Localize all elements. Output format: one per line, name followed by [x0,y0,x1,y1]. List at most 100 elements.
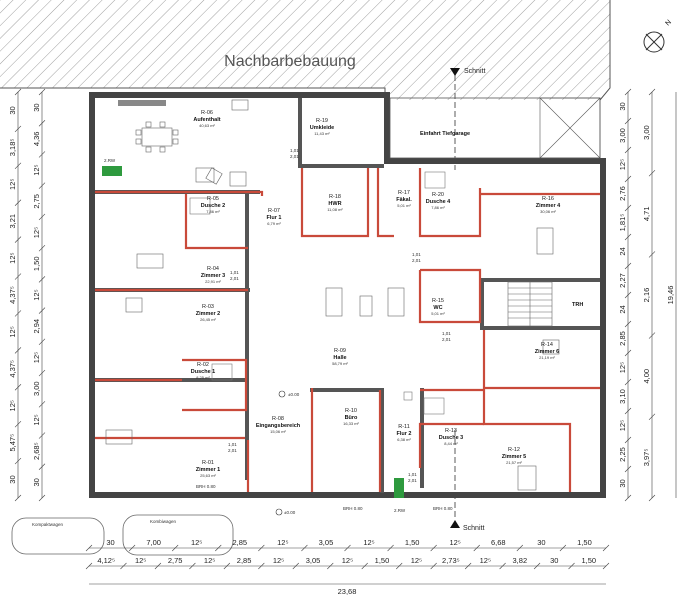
dim-label: 1,50 [375,556,390,565]
dim-label: 1,50 [32,256,41,271]
exit-sign-icon-bottom: 2.RW [394,478,406,513]
dim-label: 12⁵ [204,556,215,565]
dim-tick [38,432,46,439]
dim-tick [14,125,22,133]
dim-label: 3,97⁵ [642,449,651,467]
dim-label: 30 [537,538,545,547]
trh-label: TRH [572,302,583,308]
window-label: BRH 0.80 [343,506,363,511]
room-name: Dusche 2 [201,203,225,209]
dim-label: 12⁵ [8,400,17,411]
elevation-label-inside: ±0.00 [288,392,300,397]
dim-tick [189,562,196,570]
dim-tick [648,169,656,177]
door-height-label: 2,01 [408,478,417,483]
dim-tick [648,332,656,339]
dim-label: 4,00 [642,369,651,384]
room-area: 6,79 m² [267,221,281,226]
dim-tick [624,378,632,386]
dim-tick [38,88,46,96]
room-id: R-03 [202,304,214,310]
dim-tick [624,204,632,212]
dim-tick [14,236,22,243]
dim-label: 24 [618,305,627,313]
dim-tick [215,544,222,552]
room-name: Zimmer 5 [502,454,526,460]
dim-tick [648,251,656,258]
dim-label: 2,75 [32,194,41,209]
dim-label: 12⁵ [273,556,284,565]
room-name: Zimmer 2 [196,311,220,317]
stairs [507,281,553,327]
dim-label: 12⁵ [32,164,41,175]
room-id: R-02 [197,362,209,368]
dim-tick [38,213,46,221]
dim-label: 12⁵ [363,538,374,547]
dim-tick [14,310,22,317]
room-id: R-11 [398,424,410,430]
kitchen-counter [118,100,166,106]
dim-label: 3,82 [513,556,528,565]
room-area: 21,19 m² [539,355,555,360]
dim-tick [516,544,524,552]
room-id: R-06 [201,110,213,116]
room-area: 7,86 m² [431,205,445,210]
dim-tick [85,544,93,552]
dim-label: 12⁵ [618,159,627,170]
dim-tick [395,562,403,570]
dim-tick [361,562,368,570]
dim-tick [38,494,46,502]
dim-label: 12⁵ [411,556,422,565]
dim-tick [559,544,567,552]
room-id: R-15 [432,298,444,304]
dim-total-bottom: 23,68 [338,587,357,596]
room-name: Einfahrt Tiefgarage [420,131,470,137]
door-height-label: 2,01 [228,448,237,453]
dim-tick [473,544,480,552]
dim-tick [430,544,437,552]
room-area: 22,91 m² [205,279,221,284]
dim-label: 3,18⁵ [8,139,17,157]
dim-tick [38,338,46,346]
north-arrow-icon: N [643,19,673,53]
dim-tick [14,273,22,280]
dim-label: 3,10 [618,389,627,404]
room-area: 7,86 m² [206,209,220,214]
dim-label: 2,85 [237,556,252,565]
room-area: 26,45 m² [200,317,216,322]
dim-label: 30 [618,479,627,487]
dim-tick [14,384,22,391]
room-area: 30,06 m² [540,209,556,214]
beds [105,227,560,491]
room-name: Halle [333,355,346,361]
car-label: Kompaktwagen [32,522,64,527]
room-name: Zimmer 1 [196,467,220,473]
room-id: R-14 [541,342,553,348]
room-area: 16,33 m² [343,421,359,426]
car-label: Kombiwagen [150,519,177,524]
dim-tick [38,369,46,377]
car-compact: Kompaktwagen [11,517,105,555]
section-marker-top: Schnitt [450,68,485,170]
dim-tick [171,544,179,552]
hall-furniture [325,287,405,317]
room-id: R-05 [207,196,219,202]
dim-tick [14,88,22,96]
dim-tick [624,494,632,502]
north-label: N [664,19,673,28]
dim-tick [624,291,632,299]
dim-label: 2,27 [618,273,627,288]
red-walls [95,168,600,492]
dim-tick [602,544,610,552]
room-name: HWR [328,201,341,207]
dim-tick [624,117,632,125]
dim-label: 4,71 [642,206,651,221]
